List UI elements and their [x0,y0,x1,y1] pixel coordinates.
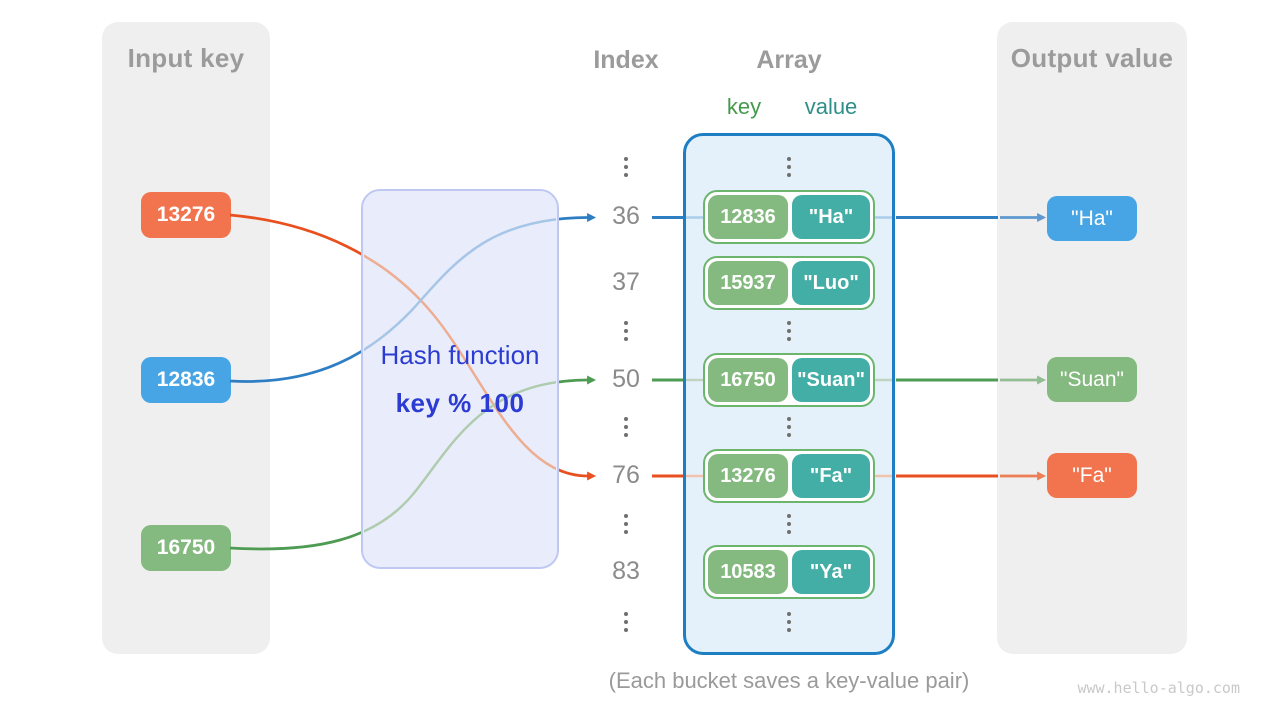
bucket-key: 10583 [708,550,788,594]
bucket-key: 16750 [708,358,788,402]
bucket-key: 15937 [708,261,788,305]
input-panel-title: Input key [127,43,245,73]
ellipsis-dots [620,514,632,534]
bucket-36: 12836 "Ha" [703,190,875,244]
output-value-suan: "Suan" [1047,357,1137,402]
index-50: 50 [612,365,640,393]
ellipsis-dots [620,157,632,177]
curve-13276-to-76 [229,213,597,481]
ellipsis-dots [783,321,795,341]
curve-16750-to-50 [229,375,597,551]
ellipsis-dots [783,612,795,632]
ellipsis-dots [620,612,632,632]
output-value-ha: "Ha" [1047,196,1137,241]
bucket-value: "Fa" [792,454,870,498]
bucket-50: 16750 "Suan" [703,353,875,407]
input-key-12836: 12836 [141,357,231,403]
array-key-header: key [726,94,762,119]
index-76: 76 [612,461,640,489]
bucket-value: "Luo" [792,261,870,305]
bucket-value: "Ya" [792,550,870,594]
output-panel-title: Output value [1010,43,1174,73]
site-watermark: www.hello-algo.com [1077,679,1240,697]
array-value-header: value [804,94,858,119]
index-37: 37 [612,268,640,296]
input-key-16750: 16750 [141,525,231,571]
bucket-83: 10583 "Ya" [703,545,875,599]
curves-muted-inside-box [364,213,556,551]
index-83: 83 [612,557,640,585]
bucket-37: 15937 "Luo" [703,256,875,310]
hash-function-title: Hash function [380,340,540,370]
bucket-key: 13276 [708,454,788,498]
hash-function-box [361,189,559,569]
output-value-fa: "Fa" [1047,453,1137,498]
curve-12836-to-36 [229,213,597,383]
ellipsis-dots [783,417,795,437]
ellipsis-dots [620,321,632,341]
bucket-value: "Suan" [792,358,870,402]
bucket-76: 13276 "Fa" [703,449,875,503]
ellipsis-dots [783,514,795,534]
input-key-13276: 13276 [141,192,231,238]
diagram-caption: (Each bucket saves a key-value pair) [608,668,970,693]
ellipsis-dots [620,417,632,437]
index-column-title: Index [593,46,659,74]
bucket-key: 12836 [708,195,788,239]
ellipsis-dots [783,157,795,177]
hash-function-formula: key % 100 [395,388,525,418]
output-value-panel: Output value "Ha" "Suan" "Fa" [997,22,1187,654]
array-column-title: Array [756,46,822,74]
index-36: 36 [612,202,640,230]
hash-function-label: Hash function key % 100 [362,190,558,568]
input-key-panel: Input key 13276 12836 16750 [102,22,270,654]
bucket-value: "Ha" [792,195,870,239]
